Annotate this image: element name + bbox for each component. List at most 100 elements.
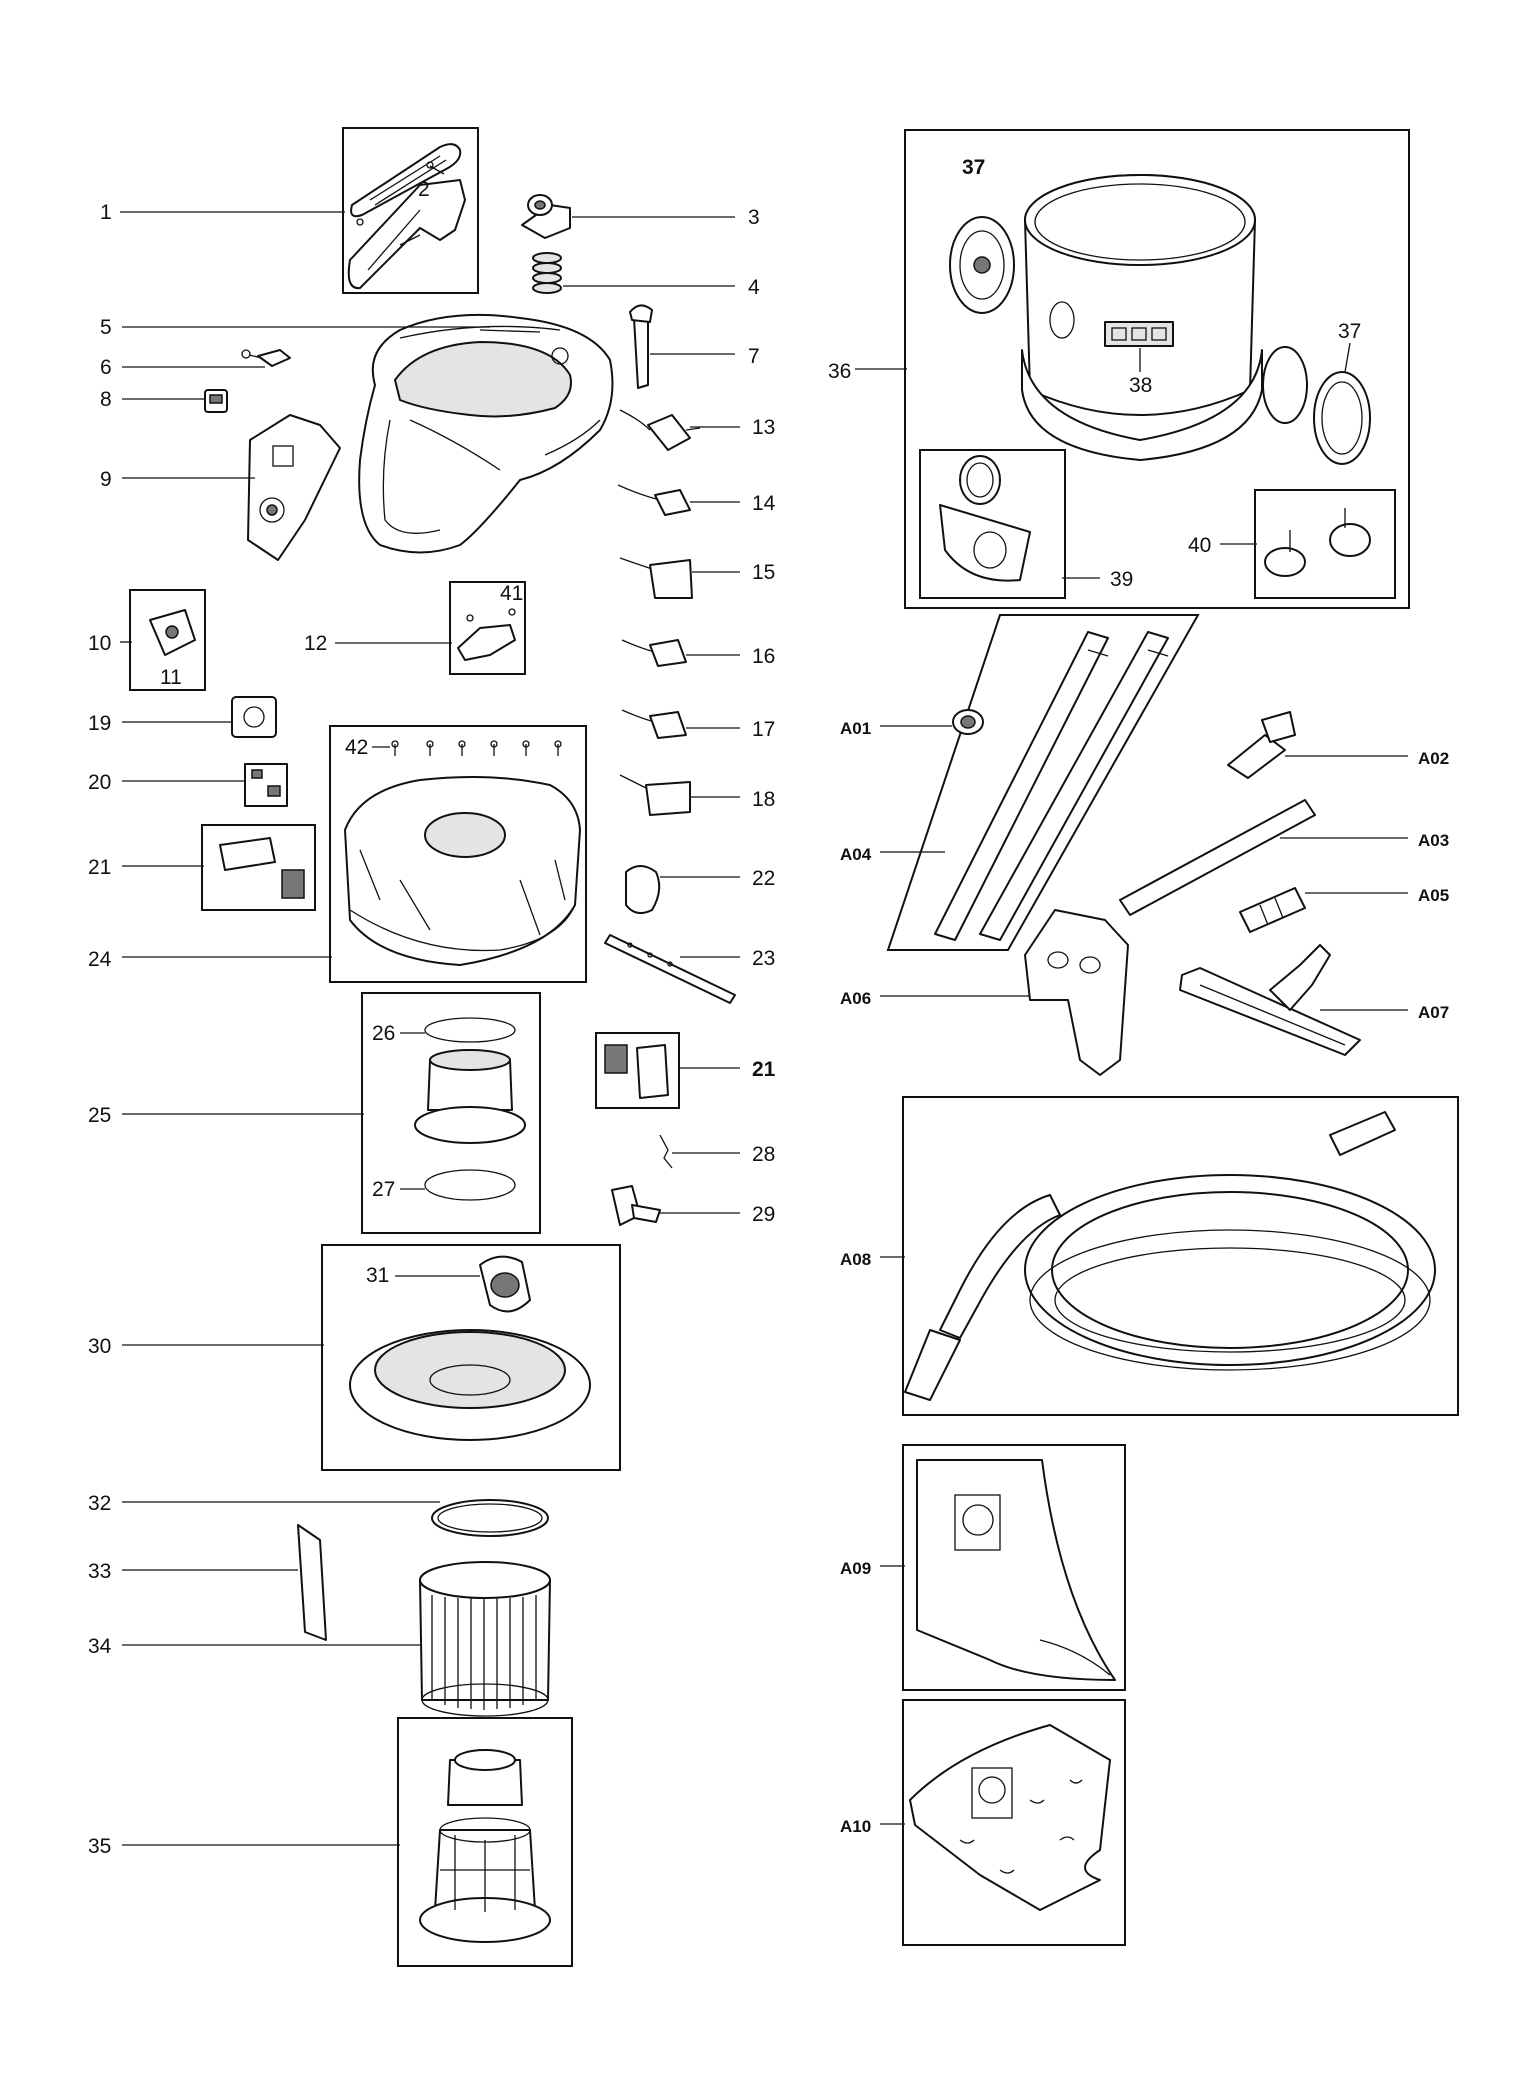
part-14-power-cord [617,484,691,516]
part-21-cover-left [219,837,305,899]
callout-33: 33 [88,1560,111,1583]
callout-34: 34 [88,1635,112,1658]
part-34-filter-cartridge [419,1561,551,1717]
callout-36: 36 [828,360,851,383]
callout-a09: A09 [840,1559,871,1578]
part-a07-floor-nozzle [1179,944,1361,1056]
part-7-lever [629,304,653,389]
part-a08-suction-hose [904,1111,1436,1401]
callout-28: 28 [752,1143,775,1166]
callout-a06: A06 [840,989,871,1008]
callout-9: 9 [100,468,112,491]
screws-42 [391,740,562,756]
part-a10-fleece-bag [909,1724,1111,1911]
callout-a05: A05 [1418,886,1449,905]
part-a09-filter-bag [916,1459,1116,1681]
part-30-lower-housing [349,1255,591,1441]
callout-17: 17 [752,718,775,741]
callout-31: 31 [366,1264,389,1287]
callout-10: 10 [88,632,111,655]
box-part-35 [397,1717,573,1967]
callout-32: 32 [88,1492,111,1515]
callout-15: 15 [752,561,775,584]
handle-part [347,143,466,290]
callout-a04: A04 [840,845,872,864]
callout-2: 2 [418,178,430,201]
callout-42: 42 [345,736,368,759]
callout-7: 7 [748,345,760,368]
part-33-bracket [297,1524,327,1641]
box-part-24 [329,725,587,983]
part-37-wheel-right [1313,371,1371,465]
callout-6: 6 [100,356,112,379]
box-handle-assembly [342,127,479,294]
part-25-motor [414,1017,526,1201]
part-5-top-cover [358,313,614,554]
part-8-switch [204,389,228,413]
part-12-bracket [457,608,516,661]
callout-25: 25 [88,1104,111,1127]
box-part-21-right [595,1032,680,1109]
part-35-filter-basket [419,1749,551,1943]
part-21-cover-right [604,1044,669,1099]
callout-21-right: 21 [752,1058,776,1081]
callout-5: 5 [100,316,112,339]
callout-16: 16 [752,645,775,668]
part-23-strap [604,934,736,1004]
callout-1: 1 [100,201,112,224]
part-10-socket [149,609,196,656]
box-part-10 [129,589,206,691]
box-part-12 [449,581,526,675]
part-a01-adapter [952,709,984,735]
box-part-a09 [902,1444,1126,1691]
part-39-inlet [939,455,1031,582]
part-a02-upholstery-nozzle [1227,711,1296,779]
callout-23: 23 [752,947,775,970]
part-32-seal [431,1499,549,1537]
part-17-power-cord [621,709,687,739]
part-4-spring [532,252,562,294]
part-a04-extension-tubes [934,631,1169,941]
callout-14: 14 [752,492,776,515]
callout-26: 26 [372,1022,395,1045]
callout-21-left: 21 [88,856,111,879]
part-9-control-panel [247,414,341,561]
part-22-clip [625,865,661,915]
callout-18: 18 [752,788,775,811]
callout-40: 40 [1188,534,1211,557]
box-part-25 [361,992,541,1234]
part-a03-crevice-tool [1119,799,1316,916]
callout-22: 22 [752,867,775,890]
callout-29: 29 [752,1203,775,1226]
callout-a07: A07 [1418,1003,1449,1022]
part-20-circuit-board [244,763,288,807]
callout-35: 35 [88,1835,111,1858]
callout-3: 3 [748,206,760,229]
callout-11: 11 [160,666,182,689]
part-a06-tool-holder [1024,909,1129,1076]
box-part-39 [919,449,1066,599]
part-29-latch [611,1185,661,1226]
part-13-power-cord [619,409,701,451]
callout-a01: A01 [840,719,871,738]
box-part-a04 [886,614,1200,951]
part-24-motor-housing [344,740,581,966]
callout-a02: A02 [1418,749,1449,768]
callout-20: 20 [88,771,111,794]
part-a05-coupling [1239,887,1306,933]
box-part-a10 [902,1699,1126,1946]
callout-37-top: 37 [962,156,985,179]
callout-37-right: 37 [1338,320,1361,343]
callout-38: 38 [1129,374,1152,397]
part-40-casters [1264,508,1371,577]
callout-27: 27 [372,1178,395,1201]
callout-13: 13 [752,416,775,439]
part-28-wire [659,1134,673,1169]
box-part-40 [1254,489,1396,599]
callout-19: 19 [88,712,111,735]
callout-a08: A08 [840,1250,871,1269]
part-15-power-cord [619,557,693,599]
callout-41: 41 [500,582,523,605]
callout-a10: A10 [840,1817,871,1836]
